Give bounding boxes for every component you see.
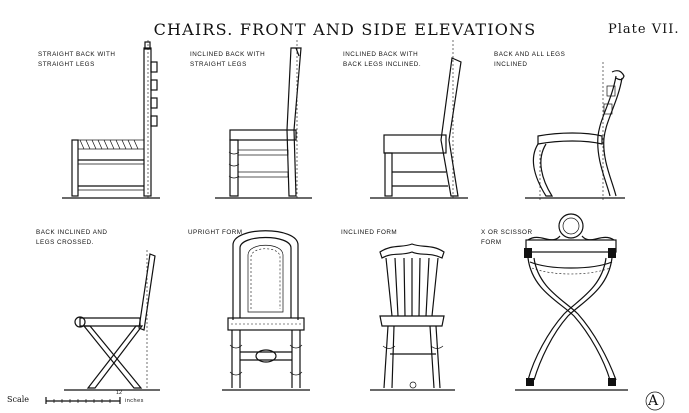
caption-straight-back: Straight back with straight legs <box>38 50 115 70</box>
caption-line: form <box>481 239 502 246</box>
chair-upright-form-drawing <box>222 230 310 391</box>
chair-scissor-form-drawing <box>515 213 628 391</box>
caption-upright-form: Upright form <box>188 228 243 238</box>
monogram-letter: A <box>648 393 659 409</box>
scale-label: Scale <box>7 395 30 404</box>
plate-number: Plate VII. <box>608 22 680 37</box>
caption-line: Back inclined and <box>36 229 108 236</box>
caption-inclined-back-legs: Inclined back with back legs inclined. <box>343 50 421 70</box>
chair-legs-crossed-drawing <box>64 250 160 391</box>
caption-line: Upright form <box>188 229 243 236</box>
caption-inclined-back-straight-legs: Inclined back with straight legs <box>190 50 265 70</box>
caption-inclined-form: Inclined form <box>341 228 397 238</box>
caption-line: legs crossed. <box>36 239 94 246</box>
chair-inclined-form-drawing <box>370 243 455 391</box>
monogram-mark <box>645 391 665 411</box>
caption-line: Inclined back with <box>343 51 419 58</box>
caption-line: back legs inclined. <box>343 61 422 68</box>
caption-line: straight legs <box>190 61 247 68</box>
caption-legs-crossed: Back inclined and legs crossed. <box>36 228 107 248</box>
chair-inclined-back-legs-drawing <box>370 40 468 200</box>
plate-title: CHAIRS. FRONT AND SIDE ELEVATIONS <box>153 20 537 39</box>
chair-all-inclined-drawing <box>525 62 625 200</box>
chair-inclined-back-straight-legs-drawing <box>215 40 312 200</box>
caption-line: Inclined form <box>341 229 398 236</box>
caption-line: Back and all legs <box>494 51 566 58</box>
caption-scissor-form: X or scissor form <box>481 228 533 248</box>
chair-straight-back-drawing <box>62 40 160 200</box>
scale-tick-label: 12 <box>116 390 123 396</box>
scale-bar <box>45 397 121 404</box>
caption-all-inclined: Back and all legs inclined <box>494 50 565 70</box>
caption-line: Straight back with <box>38 51 116 58</box>
scale-unit: inches <box>125 398 144 404</box>
caption-line: inclined <box>494 61 528 68</box>
caption-line: Inclined back with <box>190 51 266 58</box>
caption-line: X or scissor <box>481 229 533 236</box>
caption-line: straight legs <box>38 61 95 68</box>
